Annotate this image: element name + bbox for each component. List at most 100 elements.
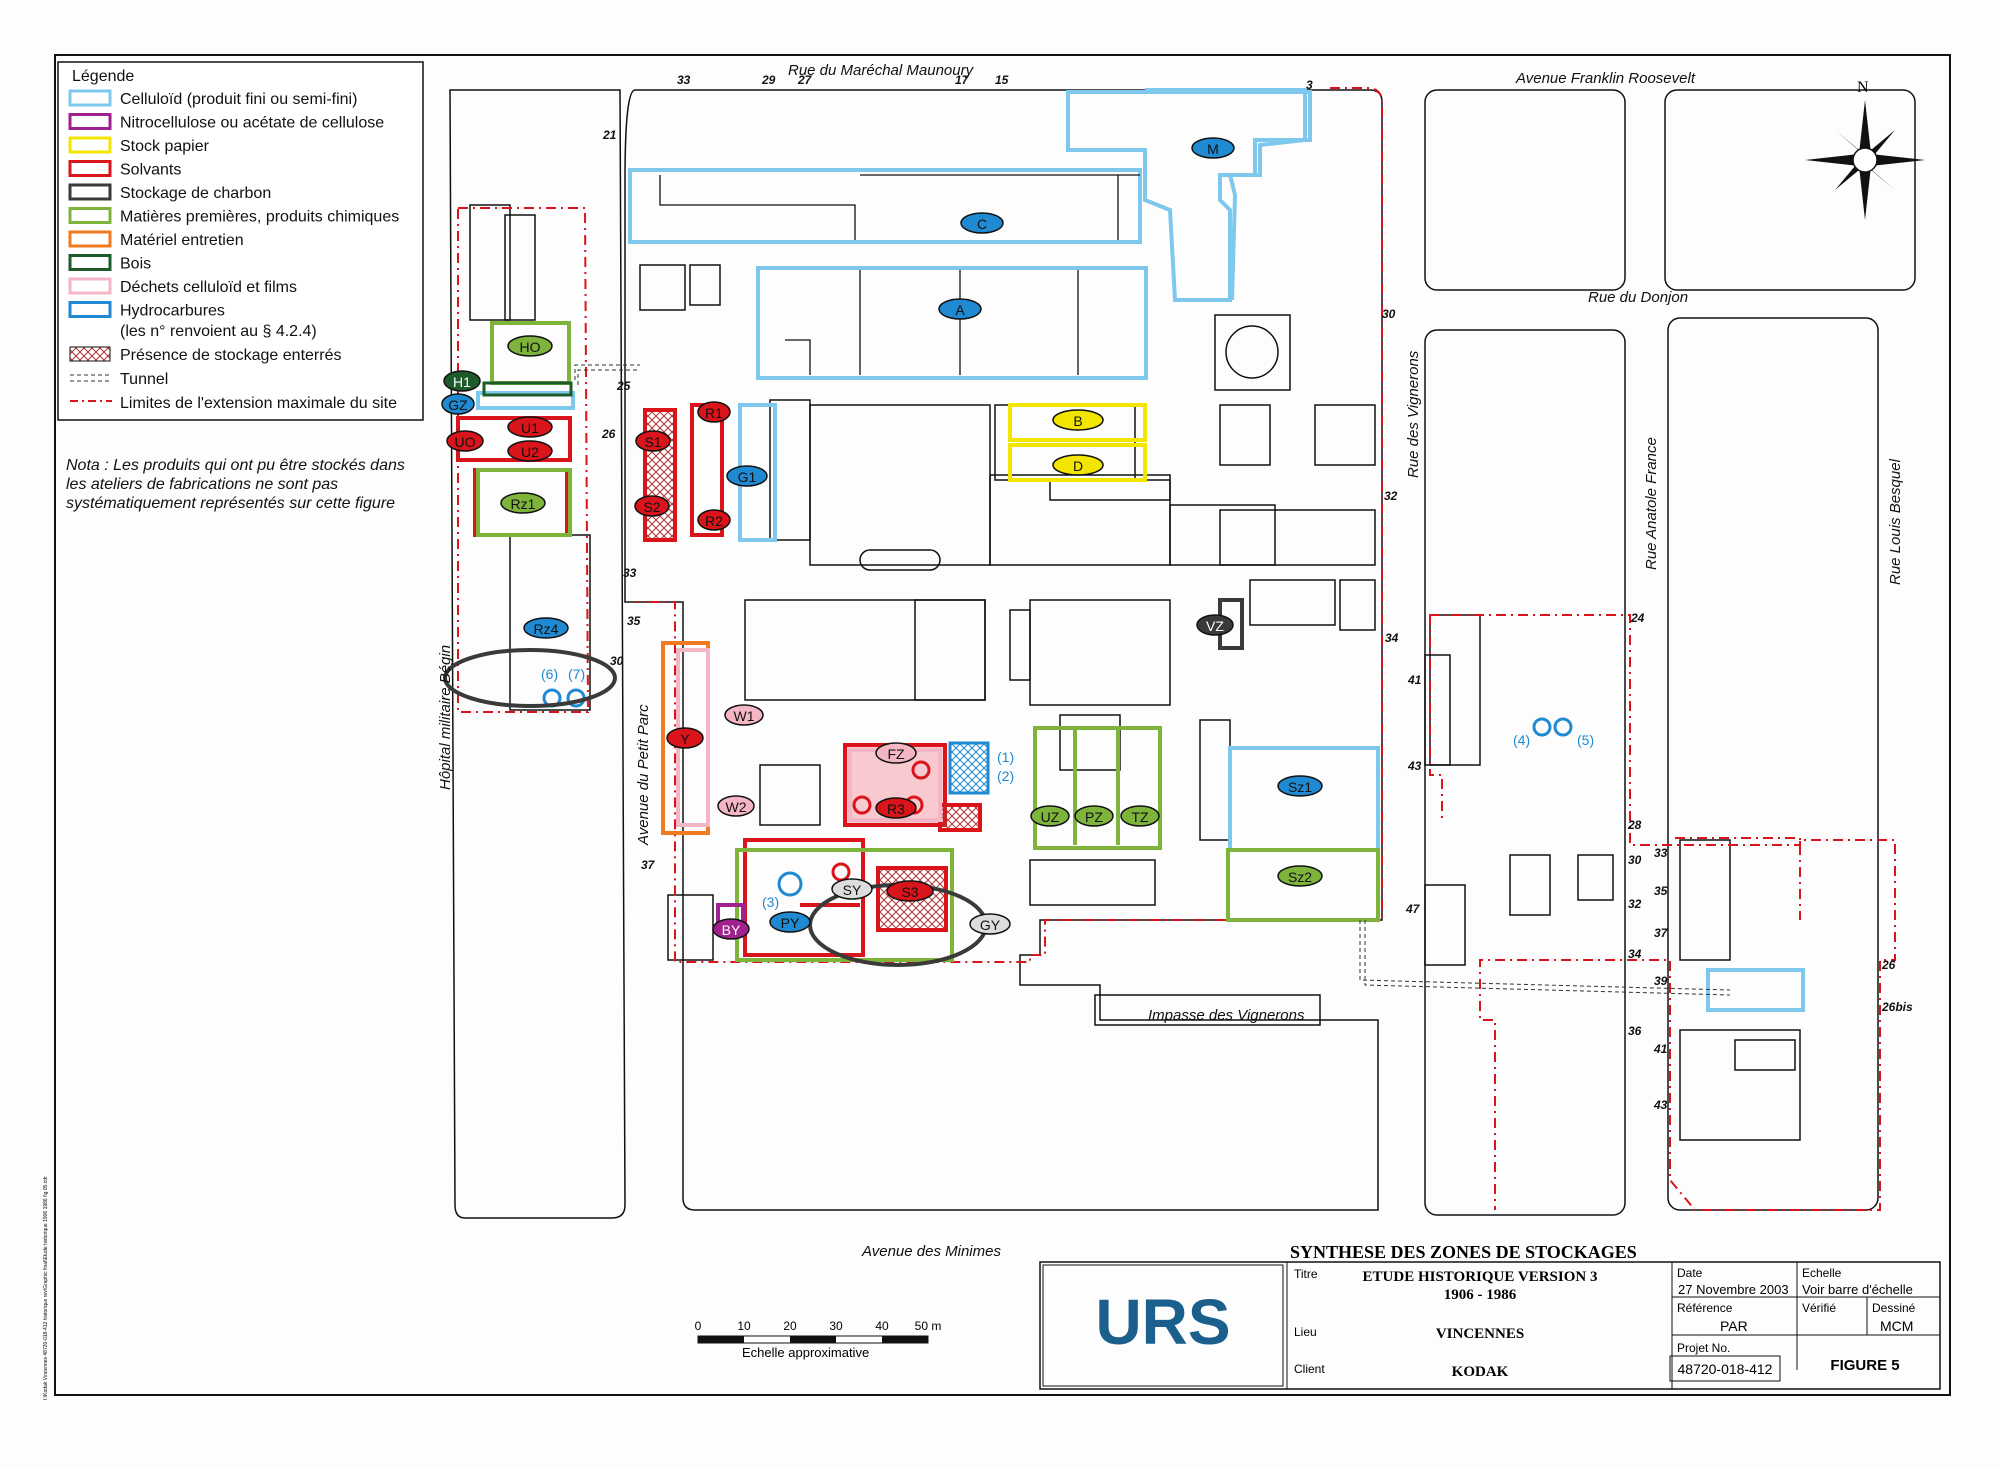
svg-text:Dessiné: Dessiné	[1872, 1301, 1916, 1315]
zone-tag-py: PY	[769, 911, 811, 933]
zone-label: W1	[734, 708, 755, 724]
legend-item-label: Hydrocarbures	[120, 303, 225, 320]
zone-tag-u1: U1	[507, 416, 553, 438]
urs-logo: URS	[1095, 1286, 1230, 1358]
svg-text:39: 39	[1654, 974, 1668, 988]
zone-tag-uo: UO	[446, 430, 484, 452]
legend-swatch	[68, 183, 112, 201]
nota-line3: systématiquement représentés sur cette f…	[66, 495, 395, 512]
svg-text:27: 27	[797, 73, 813, 87]
legend-hydro-note: (les n° renvoient au § 4.2.4)	[120, 323, 317, 340]
zone-tag-r1: R1	[697, 401, 731, 423]
nota: Nota : Les produits qui ont pu être stoc…	[66, 457, 405, 512]
zone-tag-pz: PZ	[1074, 805, 1114, 827]
legend-item-label: Celluloïd (produit fini ou semi-fini)	[120, 91, 357, 108]
legend-item-label: Solvants	[120, 162, 181, 179]
legend-swatch	[68, 207, 112, 224]
svg-text:37: 37	[641, 858, 656, 872]
svg-text:34: 34	[1628, 947, 1642, 961]
zone-tag-s2: S2	[634, 495, 670, 517]
tb-years: 1906 - 1986	[1444, 1287, 1517, 1303]
zone-tag-w1: W1	[724, 704, 764, 726]
zone-tag-fz: FZ	[875, 742, 917, 764]
svg-text:32: 32	[1384, 489, 1398, 503]
buildings	[469, 204, 1801, 1141]
compass-icon: N	[1805, 79, 1925, 220]
legend-title: Légende	[72, 68, 134, 85]
ref-6: (6)	[541, 666, 558, 682]
scale-tick: 0	[695, 1319, 702, 1333]
street-vignerons: Rue des Vignerons	[1405, 350, 1422, 478]
legend-item-label: Stock papier	[120, 138, 210, 155]
solvent-zones	[456, 403, 982, 957]
zone-label: GY	[980, 917, 1001, 933]
legend-item-label: Déchets celluloïd et films	[120, 279, 297, 296]
zone-tag-u2: U2	[507, 440, 553, 462]
legend-swatch	[68, 254, 112, 271]
svg-text:33: 33	[1654, 846, 1668, 860]
svg-text:21: 21	[602, 128, 617, 142]
zone-label: FZ	[887, 746, 905, 762]
zone-label: B	[1073, 413, 1082, 429]
zone-tag-g1: G1	[726, 465, 768, 487]
street-roosevelt: Avenue Franklin Roosevelt	[1515, 70, 1696, 87]
zone-tag-vz: VZ	[1196, 614, 1234, 636]
zone-label: M	[1207, 141, 1219, 157]
svg-text:Référence: Référence	[1677, 1301, 1733, 1315]
scale-tick: 40	[875, 1319, 889, 1333]
tb-figure: FIGURE 5	[1830, 1357, 1899, 1374]
zone-tag-h1: H1	[443, 370, 481, 392]
tb-lieu: VINCENNES	[1436, 1326, 1524, 1342]
scale-tick: 30	[829, 1319, 843, 1333]
legend-swatch	[68, 113, 112, 130]
hydro-refs: (1) (2) (3) (4) (5) (6) (7)	[541, 666, 1594, 910]
svg-text:35: 35	[1654, 884, 1668, 898]
svg-text:35: 35	[627, 614, 641, 628]
street-donjon: Rue du Donjon	[1588, 289, 1688, 306]
zone-tag-s1: S1	[635, 430, 671, 452]
zone-tag-a: A	[938, 298, 982, 320]
street-impasse: Impasse des Vignerons	[1148, 1007, 1305, 1024]
zone-label: C	[977, 216, 987, 232]
ref-4: (4)	[1513, 732, 1530, 748]
scale-tick: 50 m	[915, 1319, 942, 1333]
tb-dessine: MCM	[1880, 1318, 1913, 1334]
legend-limits: Limites de l'extension maximale du site	[120, 395, 397, 412]
zone-tag-w2: W2	[717, 795, 755, 817]
zone-label: S1	[644, 434, 661, 450]
street-anatole: Rue Anatole France	[1643, 437, 1660, 570]
svg-text:41: 41	[1653, 1042, 1668, 1056]
svg-text:32: 32	[1628, 897, 1642, 911]
zone-label: A	[955, 302, 965, 318]
zone-label: R1	[705, 405, 723, 421]
zone-label: S2	[643, 499, 660, 515]
svg-text:29: 29	[761, 73, 776, 87]
tb-titre: ETUDE HISTORIQUE VERSION 3	[1363, 1269, 1598, 1285]
zone-tag-ho: HO	[507, 335, 553, 357]
svg-text:26bis: 26bis	[1881, 1000, 1913, 1014]
zone-tag-sz2: Sz2	[1277, 865, 1323, 887]
paper-zones	[1008, 403, 1147, 482]
site-limits	[457, 87, 1896, 1211]
zone-label: UO	[455, 434, 476, 450]
zone-label: HO	[520, 339, 541, 355]
zone-tag-gz: GZ	[441, 393, 475, 415]
zone-label: PY	[781, 915, 800, 931]
svg-text:43: 43	[1407, 759, 1422, 773]
legend-swatch	[68, 230, 112, 248]
zone-label: UZ	[1041, 809, 1060, 825]
zone-tag-r3: R3	[875, 797, 917, 819]
svg-text:Lieu: Lieu	[1294, 1325, 1317, 1339]
celluloid-zones	[476, 88, 1805, 1012]
tb-heading: SYNTHESE DES ZONES DE STOCKAGES	[1290, 1242, 1637, 1262]
zone-label: U2	[521, 444, 539, 460]
tb-echelle: Voir barre d'échelle	[1802, 1282, 1913, 1297]
margin-note: I:\Kodak Vincennes 48720-018-412 histori…	[43, 1176, 49, 1400]
svg-text:30: 30	[1628, 853, 1642, 867]
city-blocks	[449, 89, 1916, 1219]
celluloid-inner	[659, 174, 1140, 375]
zone-tag-gy: GY	[969, 913, 1011, 935]
zone-label: Rz1	[511, 496, 536, 512]
